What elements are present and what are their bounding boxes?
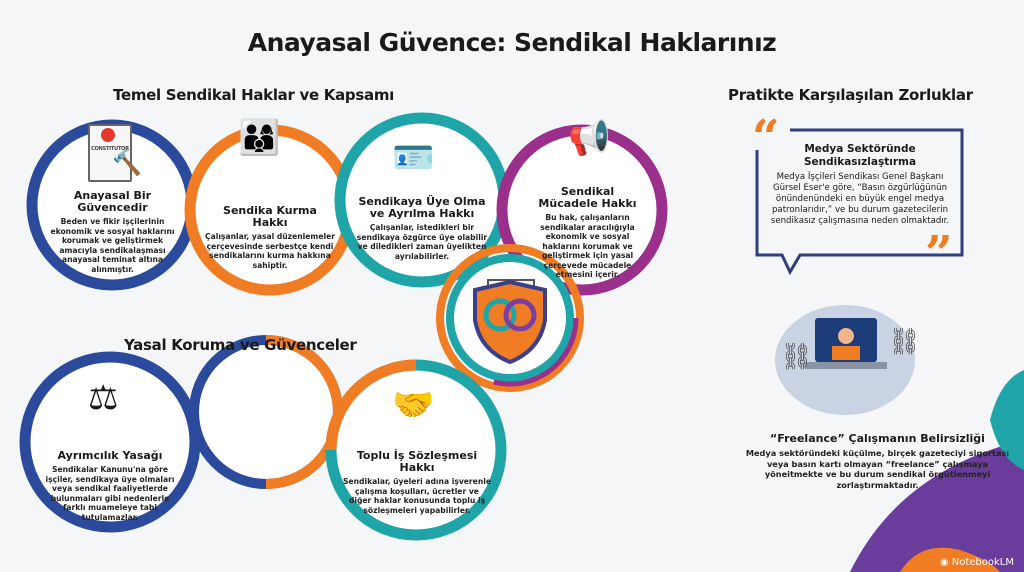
brand-logo: ◉ NotebookLM [939, 557, 1014, 568]
quote-title: Medya Sektöründe Sendikasızlaştırma [803, 143, 917, 168]
card-title: Ayrımcılık Yasağı [57, 449, 163, 462]
card-text: Sendikalar Kanunu'na göre işçiler, sendi… [45, 465, 175, 522]
protest-megaphone-icon: 📢 [568, 118, 611, 158]
brand-name: NotebookLM [951, 557, 1014, 568]
card-text: Çalışanlar, yasal düzenlemeler çerçevesi… [205, 232, 335, 270]
freelance-text: Medya sektöründeki küçülme, birçek gazet… [745, 448, 1010, 490]
page-title: Anayasal Güvence: Sendikal Haklarınız [247, 28, 777, 57]
decor-blob-teal [990, 370, 1024, 470]
handshake-contract-icon: 🤝 [392, 385, 435, 425]
card-text: Beden ve fikir işçilerinin ekonomik ve s… [50, 217, 175, 274]
flag-seal-icon [101, 128, 115, 142]
card-title: Anayasal Bir Güvencedir [73, 189, 152, 214]
open-quote-icon: “ [752, 110, 780, 166]
card-discrimination: Ayrımcılık Yasağı Sendikalar Kanunu'na g… [40, 450, 180, 522]
scales-hand-icon: ⚖ [88, 378, 119, 418]
ring-struggle [496, 124, 668, 296]
freelance-title: “Freelance” Çalışmanın Belirsizliği [770, 432, 985, 445]
card-constitution: Anayasal Bir Güvencedir Beden ve fikir i… [45, 190, 180, 274]
constitution-icon-label: CONSTITUTOR [91, 146, 129, 152]
speech-bubble [755, 128, 964, 276]
close-quote-icon: ” [925, 226, 953, 282]
section-heading-rights: Temel Sendikal Haklar ve Kapsamı [113, 86, 394, 104]
card-title: Sendikal Mücadele Hakkı [538, 185, 637, 210]
card-text: Bu hak, çalışanların sendikalar aracılığ… [540, 213, 635, 279]
card-founding: Sendika Kurma Hakkı Çalışanlar, yasal dü… [205, 205, 335, 270]
freelance-card: “Freelance” Çalışmanın Belirsizliği Medy… [745, 433, 1010, 490]
card-membership: Sendikaya Üye Olma ve Ayrılma Hakkı Çalı… [352, 196, 492, 261]
ring-center-purple [441, 249, 579, 387]
quote-text: Medya İşçileri Sendikası Genel Başkanı G… [770, 172, 950, 226]
card-title: Sendika Kurma Hakkı [223, 204, 317, 229]
id-card-icon: 🪪 [392, 138, 435, 178]
card-title: Toplu İş Sözleşmesi Hakkı [356, 449, 478, 474]
ring-collective-orange [325, 359, 417, 451]
section-heading-challenges: Pratikte Karşılaşılan Zorluklar [728, 86, 973, 104]
broken-chain-laptop-icon: ⛓ ⛓ [775, 305, 921, 415]
decor-blob-orange [900, 547, 1000, 572]
ring-discrimination [19, 351, 201, 533]
gavel-icon: 🔨 [112, 149, 142, 177]
decor-blob-purple [850, 440, 1024, 572]
people-flag-icon: 👨‍👩‍👦 [238, 118, 281, 158]
card-title: Sendikaya Üye Olma ve Ayrılma Hakkı [358, 195, 486, 220]
shield-knot-emblem [473, 279, 547, 365]
card-collective: Toplu İş Sözleşmesi Hakkı Sendikalar, üy… [343, 450, 491, 515]
svg-text:⛓: ⛓ [888, 327, 921, 357]
card-struggle: Sendikal Mücadele Hakkı Bu hak, çalışanl… [530, 186, 645, 280]
svg-text:⛓: ⛓ [780, 342, 813, 372]
quote-card: Medya Sektöründe Sendikasızlaştırma Medy… [770, 143, 950, 227]
section-heading-protection: Yasal Koruma ve Güvenceler [124, 336, 357, 354]
card-text: Sendikalar, üyeleri adına işverenle çalı… [343, 477, 491, 515]
ring-center-orange [436, 244, 584, 392]
card-text: Çalışanlar, istedikleri bir sendikaya öz… [356, 223, 488, 261]
